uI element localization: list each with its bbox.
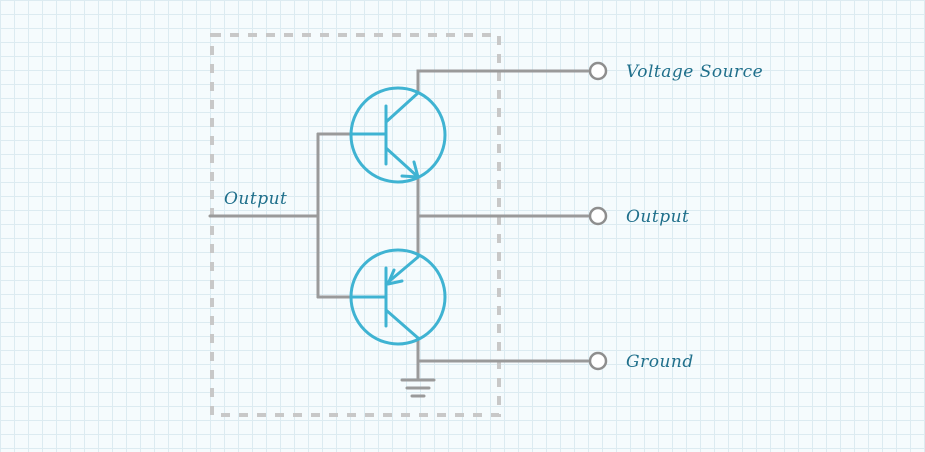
output-terminal-icon[interactable] (588, 206, 608, 226)
input-label: Output (224, 189, 287, 209)
component-boundary (210, 33, 501, 417)
pnp-transistor-icon (349, 248, 447, 346)
ground-label: Ground (626, 352, 694, 372)
voltage-source-label: Voltage Source (626, 62, 763, 82)
voltage-source-wire (416, 69, 590, 95)
voltage-source-terminal-icon[interactable] (588, 61, 608, 81)
ground-terminal-icon[interactable] (588, 351, 608, 371)
npn-transistor-icon (349, 86, 447, 184)
ground-wire (416, 336, 590, 380)
ground-symbol-icon (400, 378, 436, 398)
output-wire (416, 175, 590, 259)
output-label: Output (626, 207, 689, 227)
